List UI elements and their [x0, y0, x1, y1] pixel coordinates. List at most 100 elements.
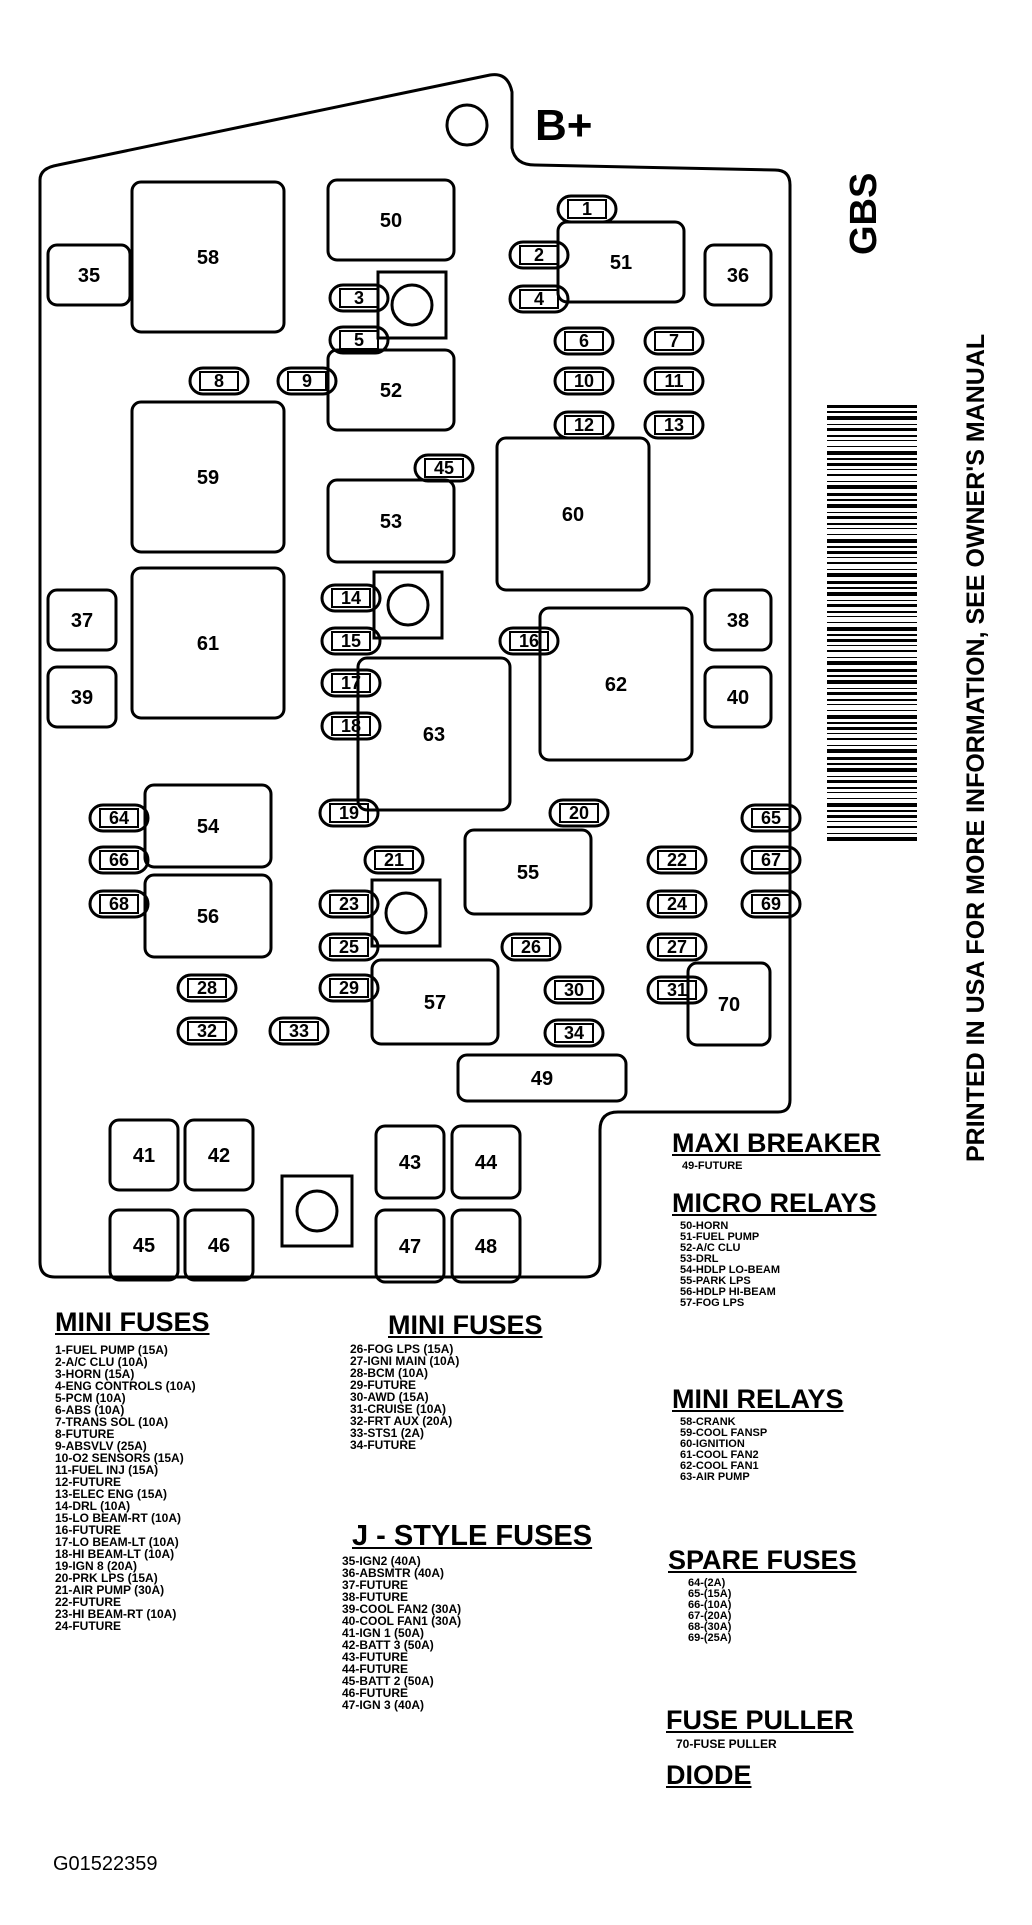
legend-item: 9-ABSVLV (25A) — [55, 1439, 147, 1453]
legend-items: 64-(2A)65-(15A)66-(10A)67-(20A)68-(30A)6… — [688, 1578, 857, 1644]
fuse-1: 1 — [556, 194, 618, 224]
barcode-bar — [827, 680, 917, 684]
barcode-bar — [827, 776, 917, 777]
barcode-bar — [827, 810, 917, 812]
legend-item: 54-HDLP LO-BEAM — [680, 1264, 781, 1276]
component-number: 31 — [667, 980, 687, 1000]
component-body — [326, 178, 456, 262]
legend-item: 32-FRT AUX (20A) — [350, 1414, 453, 1428]
component-number: 40 — [727, 687, 749, 709]
legend-item: 43-FUTURE — [342, 1650, 409, 1664]
barcode-bar — [827, 551, 917, 554]
legend-item: 67-(20A) — [688, 1610, 732, 1622]
barcode-bar — [827, 516, 917, 519]
fuse-element — [554, 980, 594, 1000]
fuse-66: 66 — [88, 845, 150, 875]
barcode-bar — [827, 645, 917, 646]
legend-item: 51-FUEL PUMP — [680, 1231, 760, 1243]
legend-items: 49-FUTURE — [682, 1161, 881, 1172]
legend-item: 8-FUTURE — [55, 1427, 115, 1441]
fuse-body — [740, 803, 802, 833]
component-number: 3 — [354, 288, 364, 308]
barcode-bar — [827, 474, 917, 476]
legend-title: MINI FUSES — [55, 1307, 210, 1337]
legend-items: 1-FUEL PUMP (15A)2-A/C CLU (10A)3-HORN (… — [55, 1344, 210, 1632]
fuse-9: 9 — [276, 366, 338, 396]
component-number: 62 — [605, 674, 627, 696]
component-body — [183, 1208, 255, 1282]
component-number: 54 — [197, 816, 220, 838]
barcode-bar — [827, 657, 917, 658]
barcode-bar — [827, 699, 917, 701]
component-body — [183, 1118, 255, 1192]
component-number: 33 — [289, 1021, 309, 1041]
fuse-element — [654, 331, 694, 351]
barcode-bar — [827, 798, 917, 799]
legend-title: DIODE — [666, 1760, 752, 1790]
component-body — [326, 478, 456, 564]
fuse-element — [751, 894, 791, 914]
fuse-24: 24 — [646, 889, 708, 919]
barcode-bar — [827, 557, 917, 558]
component-number: 2 — [534, 245, 544, 265]
component-number: 55 — [517, 862, 539, 884]
component-number: 14 — [341, 588, 361, 608]
barcode-bar — [827, 534, 917, 535]
legend-mini-fuses-1: MINI FUSES 1-FUEL PUMP (15A)2-A/C CLU (1… — [55, 1307, 210, 1632]
component-number: 44 — [475, 1152, 498, 1174]
jfuse-40: 40 — [703, 665, 773, 729]
barcode-bar — [827, 504, 917, 508]
component-number: 35 — [78, 265, 100, 287]
component-number: 34 — [564, 1023, 584, 1043]
legend-item: 24-FUTURE — [55, 1619, 122, 1633]
component-number: 20 — [569, 803, 589, 823]
fuse-element — [654, 371, 694, 391]
barcode-bar — [827, 573, 917, 577]
barcode-bar — [827, 738, 917, 740]
fuse-body — [318, 973, 380, 1003]
fuse-32: 32 — [176, 1016, 238, 1046]
barcode-bar — [827, 405, 917, 408]
component-body — [46, 588, 118, 652]
legend-item: 64-(2A) — [688, 1577, 726, 1589]
barcode-bar — [827, 627, 917, 631]
component-number: 29 — [339, 978, 359, 998]
jfuse-36: 36 — [703, 243, 773, 307]
legend-item: 45-BATT 2 (50A) — [342, 1674, 434, 1688]
component-number: 59 — [197, 467, 219, 489]
relay-58: 58 — [130, 180, 286, 334]
fuse-body — [320, 668, 382, 698]
barcode-bar — [827, 763, 917, 765]
relay-63: 63 — [356, 656, 512, 812]
component-body — [703, 243, 773, 307]
fuse-body — [646, 889, 708, 919]
legend-item: 29-FUTURE — [350, 1378, 417, 1392]
fuse-element — [99, 894, 139, 914]
fuse-element — [187, 1021, 227, 1041]
barcode-bar — [827, 604, 917, 607]
legend-item: 35-IGN2 (40A) — [342, 1554, 421, 1568]
fuse-13: 13 — [643, 410, 705, 440]
component-number: 49 — [531, 1068, 553, 1090]
barcode-bar — [827, 611, 917, 613]
component-number: 66 — [109, 850, 129, 870]
legend-item: 7-TRANS SOL (10A) — [55, 1415, 169, 1429]
legend-item: 3-HORN (15A) — [55, 1367, 135, 1381]
component-body — [143, 873, 273, 959]
fuse-22: 22 — [646, 845, 708, 875]
legend-item: 13-ELEC ENG (15A) — [55, 1487, 168, 1501]
barcode-bar — [827, 749, 917, 753]
mounting-stud — [372, 570, 444, 640]
barcode-bar — [827, 780, 917, 783]
fuse-body — [646, 975, 708, 1005]
fuse-body — [508, 240, 570, 270]
component-number: 19 — [339, 803, 359, 823]
barcode-bar — [827, 581, 917, 584]
fuse-body — [320, 626, 382, 656]
barcode-bar — [827, 569, 917, 570]
legend-item: 52-A/C CLU — [680, 1242, 741, 1254]
barcode-bar — [827, 688, 917, 689]
fuse-21: 21 — [363, 845, 425, 875]
